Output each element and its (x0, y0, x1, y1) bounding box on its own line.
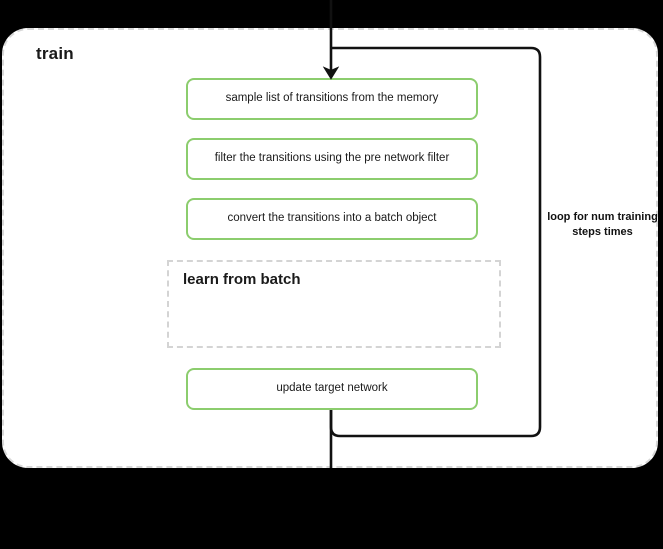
process-box-label: filter the transitions using the pre net… (214, 152, 450, 165)
subgraph-learn-from-batch[interactable]: learn from batch (167, 260, 501, 348)
subgraph-title: learn from batch (183, 271, 301, 288)
process-box-label: update target network (276, 382, 388, 395)
process-box-update-target-network[interactable]: update target network (186, 368, 478, 410)
process-box-convert-transitions[interactable]: convert the transitions into a batch obj… (186, 198, 478, 240)
loop-annotation-label: loop for num training steps times (547, 211, 658, 238)
process-box-filter-transitions[interactable]: filter the transitions using the pre net… (186, 138, 478, 180)
process-box-label: sample list of transitions from the memo… (225, 92, 439, 105)
process-box-sample-transitions[interactable]: sample list of transitions from the memo… (186, 78, 478, 120)
train-container-title: train (36, 44, 74, 63)
process-box-label: convert the transitions into a batch obj… (227, 212, 437, 225)
